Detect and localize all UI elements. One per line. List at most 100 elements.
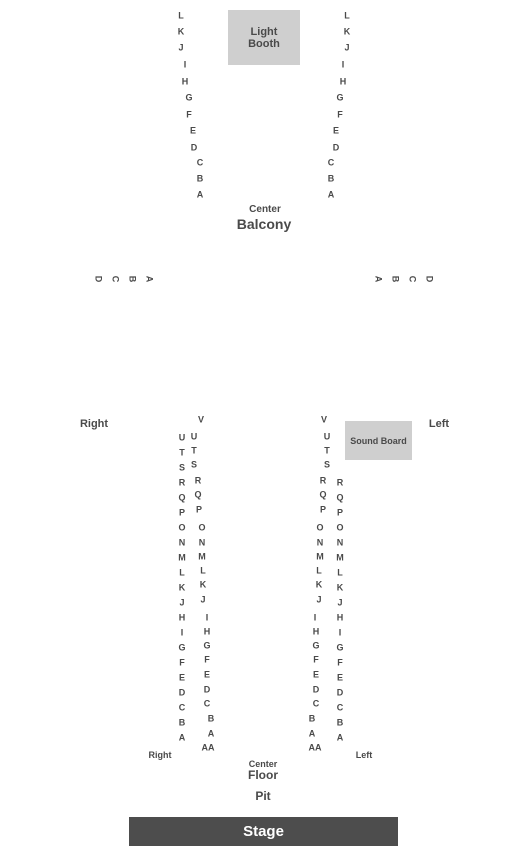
row-label: M xyxy=(198,551,206,562)
row-label: L xyxy=(344,10,350,21)
row-label: R xyxy=(319,475,327,486)
row-label: H xyxy=(336,612,344,623)
row-label: L xyxy=(178,10,184,21)
row-label: C xyxy=(407,275,418,283)
row-label: P xyxy=(178,507,186,518)
row-label: C xyxy=(196,157,204,168)
row-label: B xyxy=(390,275,401,283)
row-label: D xyxy=(332,142,340,153)
row-label: O xyxy=(198,522,206,533)
row-label: H xyxy=(339,76,347,87)
row-label: I xyxy=(180,627,184,638)
row-label: I xyxy=(341,59,345,70)
row-label: O xyxy=(336,522,344,533)
row-label: A xyxy=(207,728,215,739)
row-label: AA xyxy=(308,742,322,753)
row-label: G xyxy=(178,642,186,653)
row-label: S xyxy=(178,462,186,473)
row-label: K xyxy=(315,579,323,590)
row-label: O xyxy=(178,522,186,533)
row-label: A xyxy=(308,728,316,739)
row-label: I xyxy=(338,627,342,638)
row-label: J xyxy=(178,42,184,53)
row-label: T xyxy=(324,445,330,456)
row-label: L xyxy=(200,565,206,576)
row-label: B xyxy=(178,717,186,728)
row-label: M xyxy=(316,551,324,562)
row-label: E xyxy=(336,672,344,683)
row-label: D xyxy=(312,684,320,695)
pit-label: Pit xyxy=(255,789,271,803)
row-label: T xyxy=(179,447,185,458)
row-label: Q xyxy=(336,492,344,503)
row-label: B xyxy=(308,713,316,724)
floor-right-label-top: Right xyxy=(79,418,109,430)
row-label: A xyxy=(336,732,344,743)
floor-right-label-bottom: Right xyxy=(148,750,172,760)
row-label: R xyxy=(336,477,344,488)
row-label: C xyxy=(312,698,320,709)
row-label: Q xyxy=(194,489,202,500)
stage-label: Stage xyxy=(243,823,284,840)
row-label: G xyxy=(312,640,320,651)
row-label: D xyxy=(93,275,104,283)
floor-left-label-top: Left xyxy=(428,418,450,430)
row-label: A xyxy=(196,189,204,200)
row-label: E xyxy=(332,125,340,136)
row-label: S xyxy=(190,459,198,470)
row-label: G xyxy=(336,642,344,653)
row-label: B xyxy=(336,717,344,728)
floor-left-label-bottom: Left xyxy=(355,750,373,760)
row-label: K xyxy=(177,26,185,37)
row-label: I xyxy=(313,612,317,623)
row-label: I xyxy=(205,612,209,623)
row-label: N xyxy=(178,537,186,548)
row-label: I xyxy=(183,59,187,70)
row-label: V xyxy=(197,414,205,425)
row-label: D xyxy=(178,687,186,698)
row-label: J xyxy=(344,42,350,53)
row-label: H xyxy=(178,612,186,623)
row-label: K xyxy=(199,579,207,590)
sound-board: Sound Board xyxy=(345,421,412,460)
row-label: F xyxy=(337,657,343,668)
row-label: A xyxy=(327,189,335,200)
row-label: D xyxy=(336,687,344,698)
row-label: F xyxy=(204,654,210,665)
row-label: L xyxy=(337,567,343,578)
row-label: R xyxy=(178,477,186,488)
row-label: G xyxy=(336,92,344,103)
row-label: E xyxy=(178,672,186,683)
light-booth: Light Booth xyxy=(228,10,300,65)
row-label: D xyxy=(190,142,198,153)
row-label: D xyxy=(203,684,211,695)
row-label: G xyxy=(203,640,211,651)
row-label: O xyxy=(316,522,324,533)
row-label: E xyxy=(312,669,320,680)
row-label: H xyxy=(203,626,211,637)
row-label: A xyxy=(373,275,384,283)
row-label: A xyxy=(144,275,155,283)
row-label: C xyxy=(203,698,211,709)
row-label: K xyxy=(336,582,344,593)
row-label: K xyxy=(178,582,186,593)
row-label: F xyxy=(179,657,185,668)
row-label: G xyxy=(185,92,193,103)
row-label: K xyxy=(343,26,351,37)
row-label: F xyxy=(313,654,319,665)
row-label: B xyxy=(327,173,335,184)
row-label: U xyxy=(178,432,186,443)
row-label: M xyxy=(178,552,186,563)
row-label: L xyxy=(316,565,322,576)
row-label: C xyxy=(336,702,344,713)
row-label: V xyxy=(320,414,328,425)
row-label: J xyxy=(179,597,185,608)
row-label: B xyxy=(196,173,204,184)
row-label: C xyxy=(327,157,335,168)
row-label: Q xyxy=(178,492,186,503)
light-booth-line2: Booth xyxy=(248,37,280,50)
row-label: C xyxy=(110,275,121,283)
balcony-center-label: Center xyxy=(249,204,281,215)
row-label: M xyxy=(336,552,344,563)
row-label: H xyxy=(312,626,320,637)
